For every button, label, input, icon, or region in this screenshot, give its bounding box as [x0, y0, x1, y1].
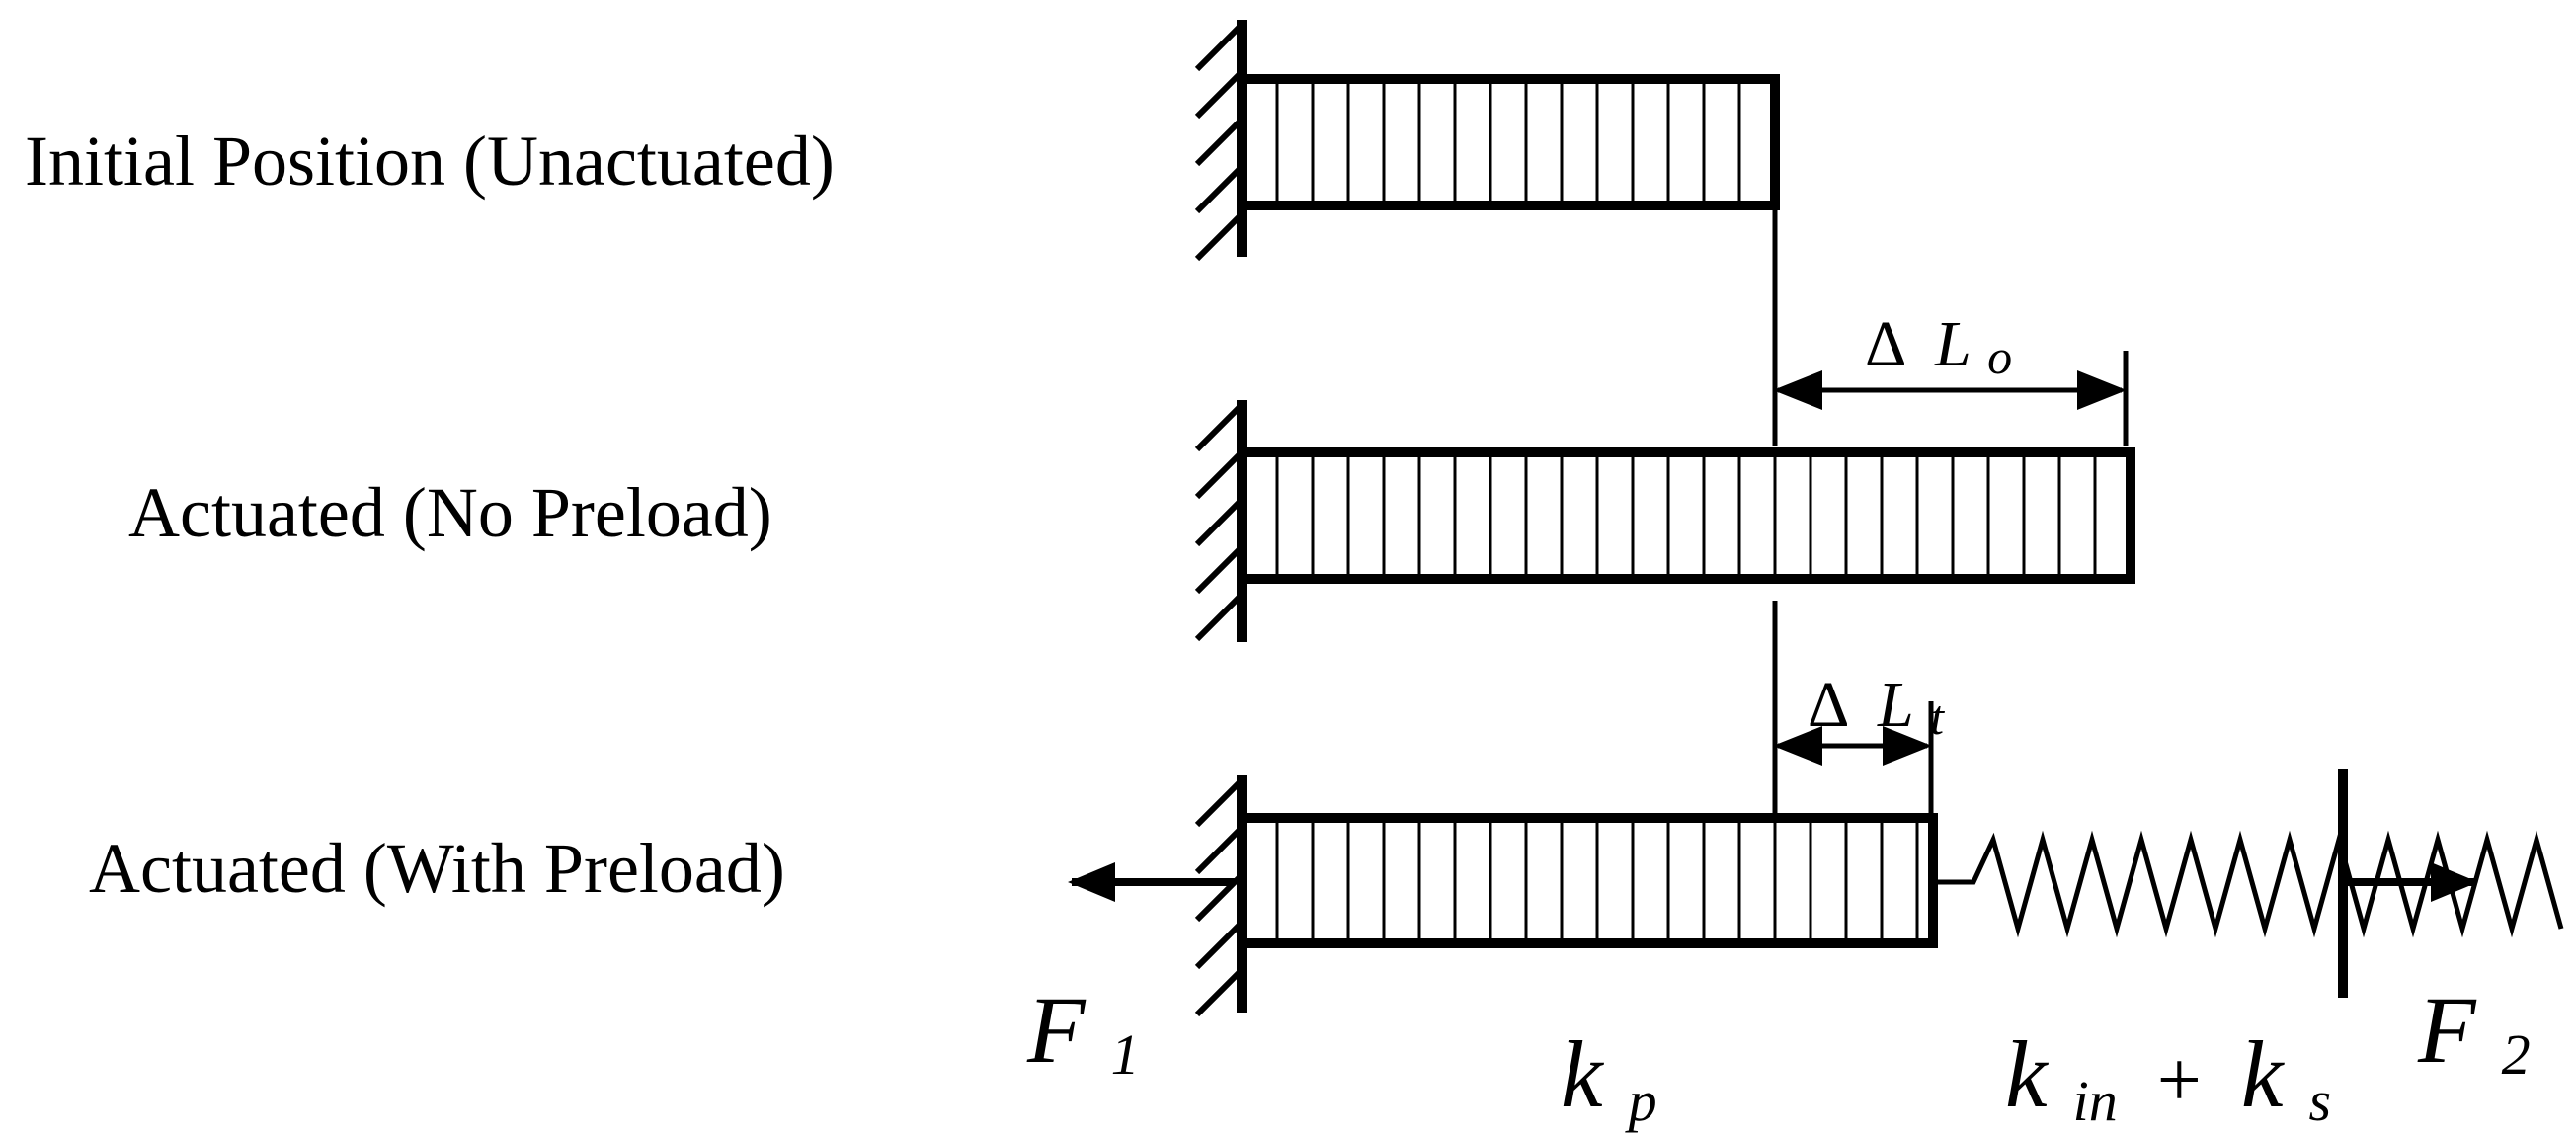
dimension-delta-lo: Δ L o [1773, 308, 2129, 446]
wall-no-preload [1194, 400, 1247, 642]
label-actuated-with-preload: Actuated (With Preload) [89, 829, 785, 908]
wall-hatch-mark [1194, 967, 1245, 1017]
wall-hatch-mark [1194, 920, 1245, 970]
kp-label: k p [1561, 1021, 1657, 1133]
spring [1933, 830, 2564, 938]
wall-with-preload [1194, 775, 1247, 1017]
wall-hatch-mark [1194, 825, 1245, 875]
wall-hatch-mark [1194, 592, 1245, 642]
label-actuated-no-preload: Actuated (No Preload) [128, 473, 772, 552]
delta-lo-label: Δ L o [1865, 308, 2012, 384]
wall-initial [1194, 20, 1247, 262]
kin-ks-label: k in + k s [2005, 1021, 2331, 1136]
wall-hatch-mark [1194, 117, 1245, 167]
wall-hatch-mark [1194, 449, 1245, 500]
wall-hatch-mark [1194, 402, 1245, 452]
delta-lt-label: Δ L t [1808, 669, 1945, 745]
f2-label: F 2 [2417, 977, 2531, 1087]
wall-hatch-mark [1194, 164, 1245, 214]
wall-hatch-mark [1194, 497, 1245, 547]
dimension-delta-lt: Δ L t [1773, 669, 1945, 815]
wall-hatch-mark [1194, 777, 1245, 828]
actuator-with-preload [1242, 813, 1938, 948]
wall-hatch-mark [1194, 22, 1245, 72]
actuator-no-preload [1242, 447, 2135, 584]
actuator-initial [1242, 74, 1780, 210]
wall-hatch-mark [1194, 69, 1245, 120]
f1-label: F 1 [1026, 977, 1140, 1087]
wall-hatch-mark [1194, 211, 1245, 262]
wall-hatch-mark [1194, 544, 1245, 595]
label-initial-position: Initial Position (Unactuated) [25, 122, 835, 201]
